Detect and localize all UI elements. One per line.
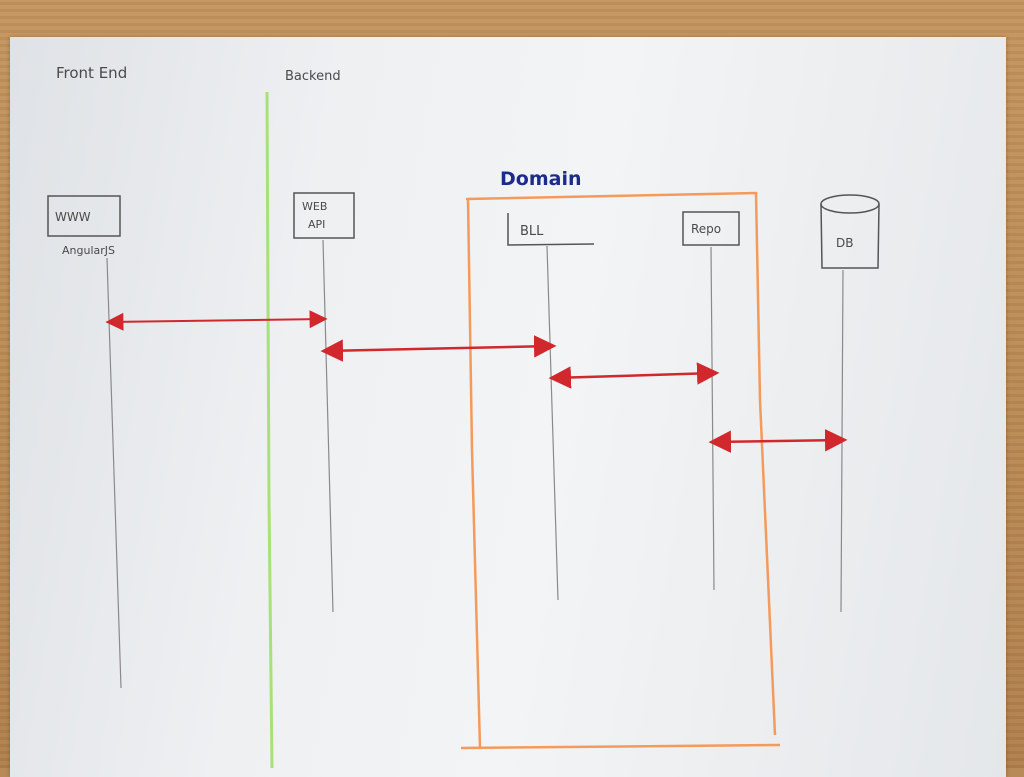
paper-sheet: [10, 37, 1006, 777]
lifeline-repo: [710, 246, 715, 591]
participant-www-label: WWW: [55, 210, 91, 224]
message-repo-db: [708, 429, 848, 453]
participant-www-sublabel: AngularJS: [62, 244, 115, 257]
participant-www-box: [47, 195, 121, 237]
participant-repo-box: [682, 211, 740, 246]
participant-webapi-label-line2: API: [308, 218, 325, 231]
domain-label: Domain: [500, 168, 581, 190]
message-bll-repo: [548, 362, 720, 389]
message-www-webapi: [105, 310, 328, 331]
participant-webapi-box: [293, 192, 355, 239]
participant-webapi-label-line1: WEB: [302, 200, 327, 213]
participant-bll-box: [507, 213, 595, 246]
message-webapi-bll: [320, 335, 557, 362]
lifeline-bll: [546, 245, 559, 601]
participant-repo-label: Repo: [691, 222, 721, 236]
backend-heading: Backend: [285, 69, 341, 84]
participant-db-cylinder: [820, 194, 880, 269]
frontend-backend-divider: [265, 91, 274, 768]
domain-frame: [460, 191, 781, 750]
participant-db-label: DB: [836, 236, 853, 250]
participant-bll-label: BLL: [520, 224, 544, 239]
lifeline-webapi: [322, 239, 334, 613]
front-end-heading: Front End: [56, 64, 127, 82]
